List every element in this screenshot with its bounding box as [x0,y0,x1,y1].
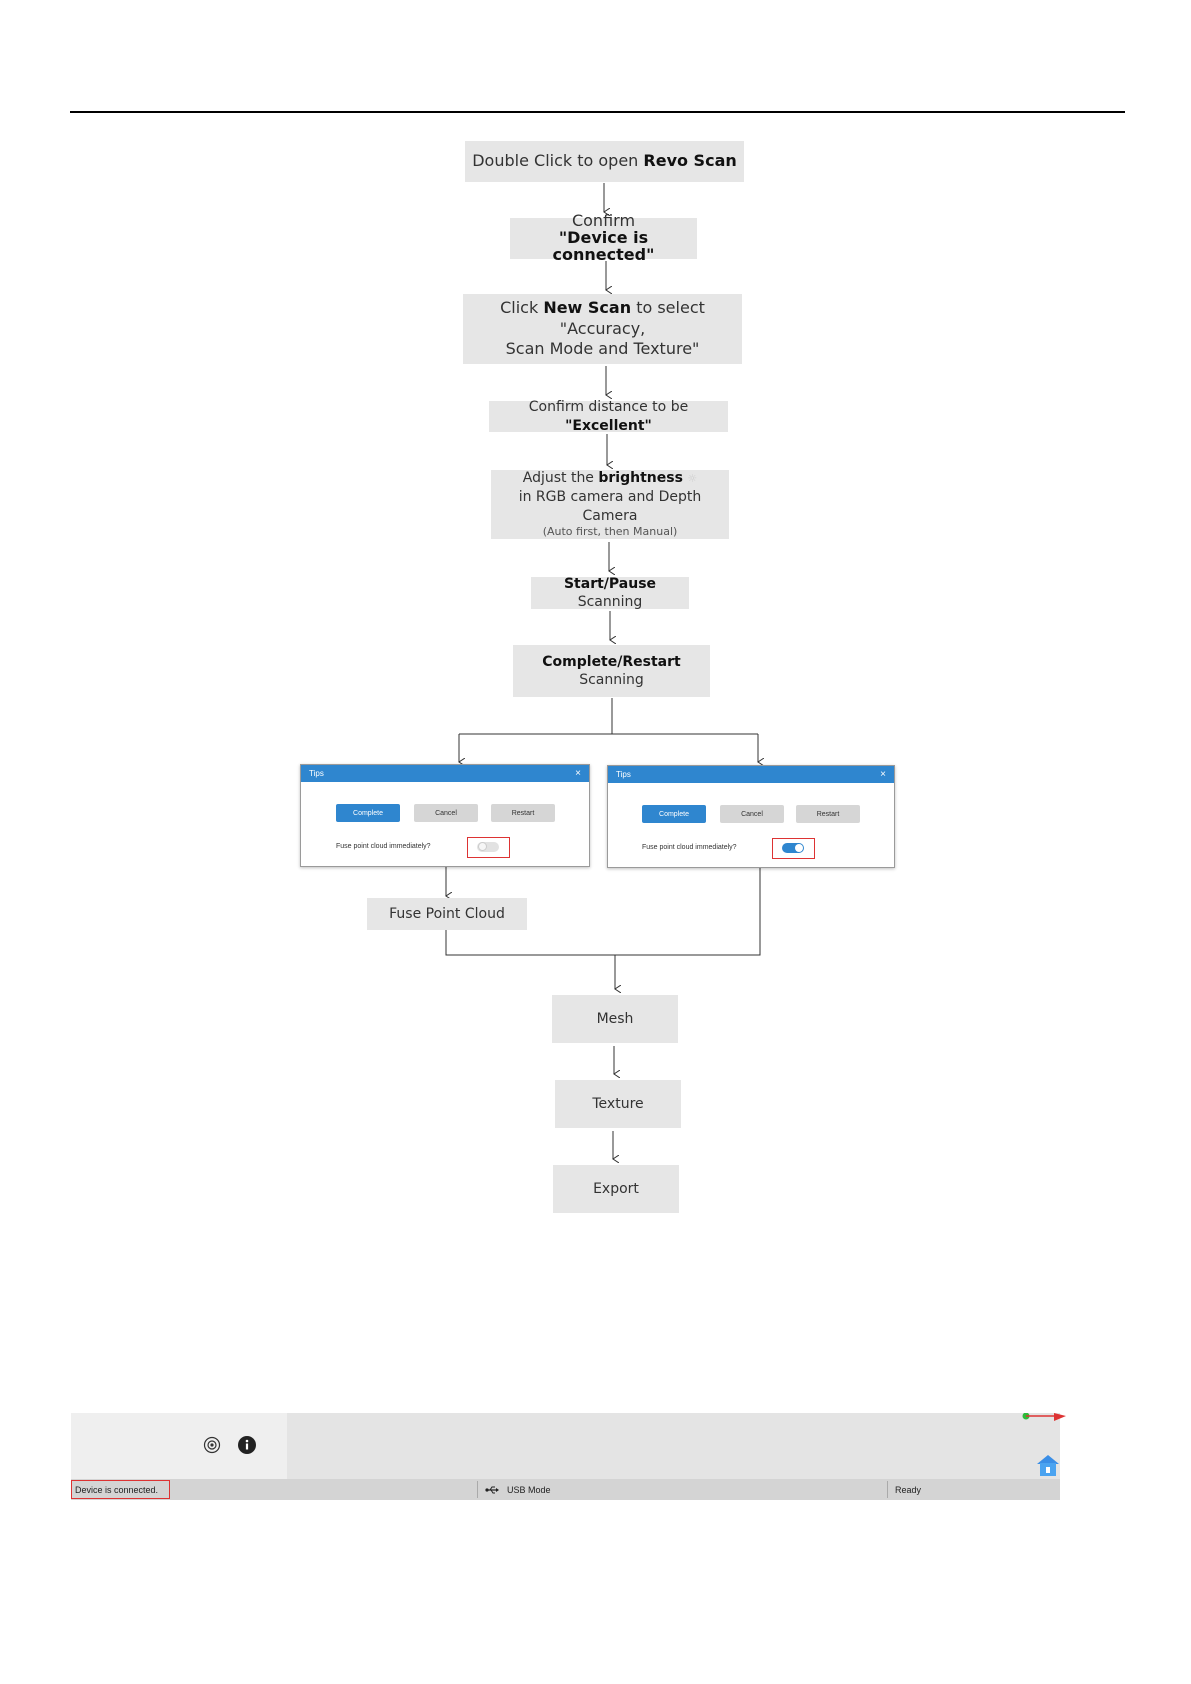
step-new-scan-line2: Scan Mode and Texture" [505,339,700,359]
restart-button[interactable]: Restart [796,805,860,823]
step-distance-text: Confirm distance to be [528,399,689,416]
step-new-scan-bold: New Scan [543,297,632,317]
status-bar: Device is connected. USB Mode Ready [71,1479,1060,1500]
device-status: Device is connected. [75,1484,159,1495]
step-start-pause: Start/Pause Scanning [531,575,689,610]
step-export-label: Export [593,1180,639,1197]
tool-panel [71,1413,287,1479]
tips-dialog-fuse-on: Tips × Complete Cancel Restart Fuse poin… [607,765,895,868]
settings-icon[interactable] [203,1436,221,1454]
step-adjust-brightness: Adjust the brightness ☼ in RGB camera an… [491,470,729,539]
merge-line [445,866,761,956]
dialog-titlebar: Tips × [608,766,894,783]
toggle-knob [795,844,803,852]
step-new-scan-pre: Click [500,297,544,317]
step-open-bold: Revo Scan [643,151,737,171]
fuse-toggle[interactable] [782,843,804,853]
toggle-highlight [467,837,510,858]
step-complete-line2: Scanning [579,672,644,688]
main-pane [287,1413,1066,1479]
step-new-scan: Click New Scan to select "Accuracy, Scan… [463,294,742,364]
step-fuse-label: Fuse Point Cloud [389,905,505,922]
usb-mode-label: USB Mode [507,1484,551,1495]
home-icon[interactable] [1036,1453,1060,1477]
dialog-title: Tips [616,770,631,779]
step-complete-restart: Complete/Restart Scanning [513,645,710,697]
complete-button[interactable]: Complete [642,805,706,823]
step-confirm-line2: "Device is connected" [552,228,655,264]
close-icon[interactable]: × [880,769,886,780]
usb-icon [485,1479,499,1500]
step-brightness-line2: in RGB camera and Depth Camera [518,488,702,524]
fuse-toggle[interactable] [477,842,499,852]
step-confirm-line1: Confirm [571,211,636,231]
status-divider [477,1481,478,1498]
step-confirm-device: Confirm "Device is connected" [510,213,697,263]
toggle-highlight [772,838,815,859]
toggle-knob [478,842,487,851]
device-status-highlight [71,1480,170,1499]
step-mesh-label: Mesh [596,1010,634,1027]
app-window-footer: Device is connected. USB Mode Ready [71,1413,1066,1500]
header-rule [70,111,1125,113]
ready-status: Ready [895,1484,922,1495]
restart-button[interactable]: Restart [491,804,555,822]
step-start-bold: Start/Pause [563,575,657,592]
tips-dialog-fuse-off: Tips × Complete Cancel Restart Fuse poin… [300,764,590,867]
fuse-question-label: Fuse point cloud immediately? [336,843,431,850]
close-icon[interactable]: × [575,768,581,779]
dialog-title: Tips [309,769,324,778]
axis-indicator-icon [1022,1413,1066,1421]
step-open-revo-scan: Double Click to open Revo Scan [465,141,744,182]
cancel-button[interactable]: Cancel [720,805,784,823]
cancel-button[interactable]: Cancel [414,804,478,822]
step-texture-label: Texture [592,1095,644,1112]
step-distance-bold: "Excellent" [565,417,652,434]
step-brightness-pre: Adjust the [522,469,599,486]
step-brightness-bold: brightness [598,469,683,486]
step-start-post: Scanning [577,594,643,610]
step-open-text: Double Click to open [472,151,644,171]
step-new-scan-post: to select "Accuracy, [559,297,705,338]
fuse-question-label: Fuse point cloud immediately? [642,844,737,851]
step-complete-bold: Complete/Restart [542,653,681,670]
step-confirm-distance: Confirm distance to be "Excellent" [489,399,728,434]
complete-button[interactable]: Complete [336,804,400,822]
dialog-titlebar: Tips × [301,765,589,782]
step-export: Export [553,1165,679,1213]
step-texture: Texture [555,1080,681,1128]
info-icon[interactable] [238,1436,256,1454]
step-mesh: Mesh [552,995,678,1043]
step-fuse-point-cloud: Fuse Point Cloud [367,898,527,930]
sun-icon: ☼ [687,471,698,485]
status-divider [887,1481,888,1498]
step-brightness-line3: (Auto first, then Manual) [542,525,678,539]
